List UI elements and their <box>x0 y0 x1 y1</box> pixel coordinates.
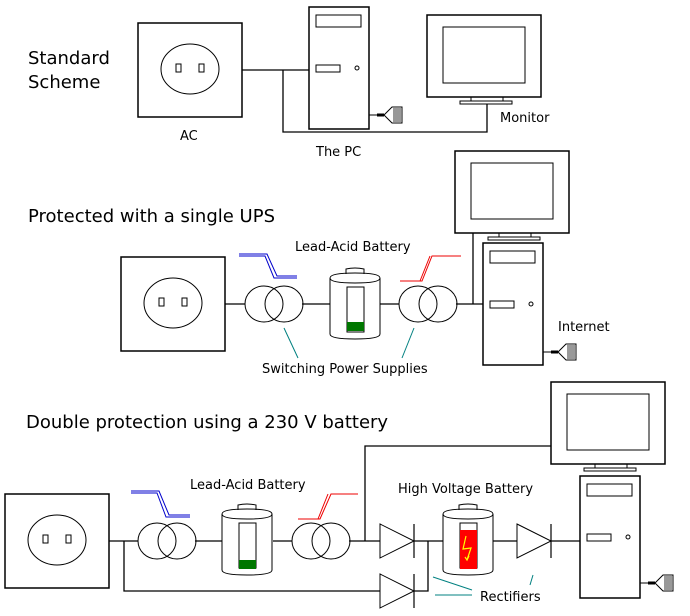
network-plug-icon <box>639 574 674 592</box>
monitor <box>550 381 666 472</box>
monitor-label: Monitor <box>500 111 550 126</box>
lightning-icon <box>462 535 472 562</box>
battery-label: Lead-Acid Battery <box>190 478 306 493</box>
output-power-supply <box>291 522 351 560</box>
section-title-line-1: Standard <box>28 48 110 69</box>
network-plug-icon <box>542 343 577 361</box>
leader-line <box>283 327 299 359</box>
pc-label: The PC <box>315 145 361 160</box>
pc-tower <box>482 242 544 366</box>
section-double-protection: Double protection using a 230 V battery … <box>4 381 674 609</box>
battery-charge-bar <box>347 322 364 331</box>
ac-label: AC <box>180 129 198 144</box>
input-power-supply <box>244 285 304 323</box>
rectifier-diode <box>516 523 552 559</box>
ac-outlet <box>120 256 226 352</box>
output-indicator <box>400 255 461 282</box>
monitor <box>454 150 570 241</box>
network-plug-icon <box>368 106 403 124</box>
internet-label: Internet <box>558 320 610 335</box>
hv-charge-bar <box>460 530 477 569</box>
pc-tower <box>579 475 641 599</box>
section-title-line-2: Scheme <box>28 72 100 93</box>
pc-tower <box>308 6 370 130</box>
input-power-supply <box>137 522 197 560</box>
rectifier-diode <box>379 573 415 609</box>
battery-charge-bar <box>239 560 256 569</box>
section-single-ups: Protected with a single UPS Lead-Acid Ba… <box>28 150 610 377</box>
input-indicator <box>239 255 297 279</box>
monitor <box>426 14 542 105</box>
section-title: Double protection using a 230 V battery <box>26 412 388 433</box>
input-indicator <box>131 492 190 518</box>
hv-battery-label: High Voltage Battery <box>398 482 533 497</box>
section-title: Protected with a single UPS <box>28 206 275 227</box>
output-power-supply <box>398 285 458 323</box>
output-indicator <box>298 493 358 520</box>
ac-outlet <box>137 22 243 118</box>
ac-outlet <box>4 493 110 589</box>
power-wires <box>242 69 488 133</box>
leader-line <box>401 327 415 359</box>
battery-label: Lead-Acid Battery <box>295 240 411 255</box>
power-wires <box>225 232 483 305</box>
leader-lines <box>432 574 534 596</box>
rectifiers-label: Rectifiers <box>480 590 541 605</box>
rectifier-diode <box>379 523 415 559</box>
section-standard: Standard Scheme AC The PC Monitor <box>28 6 550 160</box>
power-wires <box>109 445 580 592</box>
power-supplies-label: Switching Power Supplies <box>262 362 428 377</box>
